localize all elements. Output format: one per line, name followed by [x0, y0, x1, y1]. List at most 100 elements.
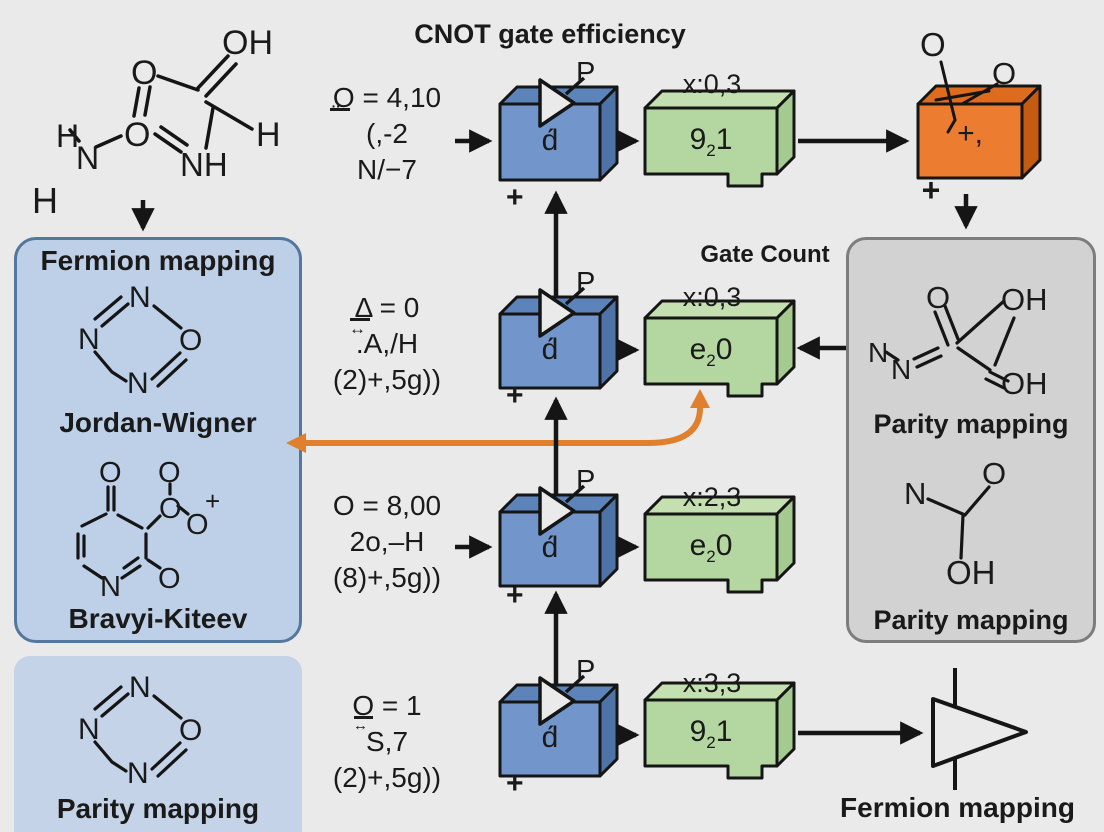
gray-mol2-o: O [982, 456, 1007, 491]
row-3-param-line-2: 2o,–H [349, 526, 425, 557]
green-box-row3 [643, 495, 796, 594]
row-4-param-line-3: (2)+,5g)) [332, 762, 442, 793]
orange-box-o2: O [992, 56, 1017, 91]
row-1-param-line-1: O = 4,10 [332, 82, 442, 113]
row-2-gate-post: 0 [715, 333, 733, 366]
green-gatecount-boxes [643, 89, 796, 780]
bk-o-topright: O [158, 457, 181, 489]
row-1-plus: + [506, 181, 524, 214]
row-1-underline-mark [330, 108, 350, 111]
blue-box-row3 [498, 493, 619, 588]
row-2-gate-label: e20 [645, 333, 777, 370]
row-3-gate-post: 0 [715, 529, 733, 562]
row-2-x-label: x:0,3 [682, 282, 742, 312]
p-buffer-icons [538, 76, 586, 726]
bk-n: N [100, 571, 121, 603]
fermion-mapping-panel [14, 237, 302, 643]
row-3-param-line-1: O = 8,00 [332, 490, 442, 521]
blue-box-row2 [498, 295, 619, 390]
gray-mol1-n1: N [868, 337, 889, 368]
gray-mol1-o: O [926, 280, 951, 315]
bk-o-bottomright: O [158, 563, 181, 595]
parity-ring-n-bottom: N [127, 757, 149, 790]
atom-label-nh: NH [180, 146, 228, 183]
row-2-plus: + [506, 379, 524, 412]
jordan-wigner-caption: Jordan-Wigner [59, 407, 257, 438]
row-1-param-line-2: (,-2 [366, 118, 408, 149]
parity-ring-n-left: N [78, 713, 100, 746]
gray-mol2-bonds [926, 485, 991, 560]
bk-o-right: O [186, 509, 209, 541]
row-3-params: O = 8,00 2o,–H (8)+,5g)) [312, 488, 462, 596]
row-4-gate-sub: 2 [706, 733, 716, 752]
fermion-panel-title: Fermion mapping [40, 245, 276, 276]
jw-ring-o-right: O [179, 324, 203, 357]
p-buffer-icon-row3 [538, 484, 586, 536]
row-4-x-label: x:3,3 [682, 668, 742, 698]
row-1-param-line-3: N/−7 [357, 154, 417, 185]
orange-box-plus: + [921, 172, 941, 208]
bravyi-kiteev-caption: Bravyi-Kiteev [68, 603, 248, 634]
row-2-param-line-2: .A,/H [355, 328, 419, 359]
bk-charge: + [205, 486, 221, 516]
row-3-x-label: x:2,3 [682, 482, 742, 512]
parity-mapping-panel-right [846, 237, 1096, 643]
gray-mol1-bonds [884, 299, 1016, 390]
row-4-params: O = 1 S,7 (2)+,5g)) [312, 688, 462, 796]
orange-box-o1: O [920, 26, 946, 63]
atom-label-h-lone: H [32, 180, 58, 221]
jw-ring-n-bottom: N [127, 367, 149, 400]
row-2-diacritic-mark: ↔ [349, 319, 366, 338]
row-4-param-line-1: O = 1 [352, 690, 422, 721]
row-3-gate-pre: e [689, 529, 707, 562]
row-2-gate-sub: 2 [706, 351, 716, 370]
row-4-gate-label: 921 [645, 715, 777, 752]
buffer-triangle-icon [931, 668, 1028, 790]
row-2-param-line-1: Δ = 0 [354, 292, 420, 323]
row-1-x-label: x:0,3 [682, 69, 742, 99]
parity-mapping-panel-left [14, 656, 302, 832]
row-4-underline-mark [354, 716, 373, 719]
fermion-mapping-bottom-caption: Fermion mapping [840, 792, 1075, 823]
row-4-plus: + [506, 767, 524, 800]
gray-mol2-oh: OH [946, 554, 996, 591]
atom-label-oh: OH [222, 24, 273, 62]
row-1-gate-pre: 9 [689, 123, 707, 156]
row-3-plus: + [506, 579, 524, 612]
parity-mapping-right-caption-2: Parity mapping [873, 605, 1069, 635]
atom-label-h-left: H [56, 118, 80, 154]
figure-title: CNOT gate efficiency [414, 19, 686, 49]
gray-mol1-n2: N [891, 354, 912, 385]
row-1-gate-post: 1 [715, 123, 733, 156]
flow-arrows [131, 129, 978, 747]
row-1-box-label: d́ [541, 124, 559, 157]
row-4-gate-post: 1 [715, 715, 733, 748]
row-2-box-label: d́ [541, 333, 559, 366]
p-buffer-icon-row1 [538, 76, 586, 128]
row-1-gate-sub: 2 [706, 141, 716, 160]
orange-feedback-arrow [286, 389, 710, 453]
atom-label-n-left: N [76, 140, 100, 176]
row-1-diacritic-mark: ¨ [332, 101, 340, 128]
orange-box-molecule-bonds [934, 60, 999, 134]
parity-ring-n-top: N [129, 671, 151, 704]
row-1-params: O = 4,10 (,-2 N/−7 [312, 80, 462, 188]
bk-o-topleft: O [99, 457, 122, 489]
parity-mapping-left-caption: Parity mapping [56, 793, 260, 824]
gray-mol1-oh-top: OH [1001, 282, 1048, 317]
atom-label-o2: O [124, 116, 151, 154]
orange-box-label: +, [957, 117, 983, 150]
parity-ring-o-right: O [179, 714, 203, 747]
row-3-box-label: d́ [541, 531, 559, 564]
parity-mapping-right-caption-1: Parity mapping [873, 409, 1069, 439]
molecule-topleft-bonds [68, 54, 254, 154]
row-3-gate-label: e20 [645, 529, 777, 566]
row-3-gate-sub: 2 [706, 547, 716, 566]
bk-structure-bonds [76, 482, 190, 580]
row-2-underline-mark [350, 318, 370, 321]
row-2-gate-pre: e [689, 333, 707, 366]
green-box-row1 [643, 89, 796, 188]
row-3-p-label: P [576, 465, 596, 497]
